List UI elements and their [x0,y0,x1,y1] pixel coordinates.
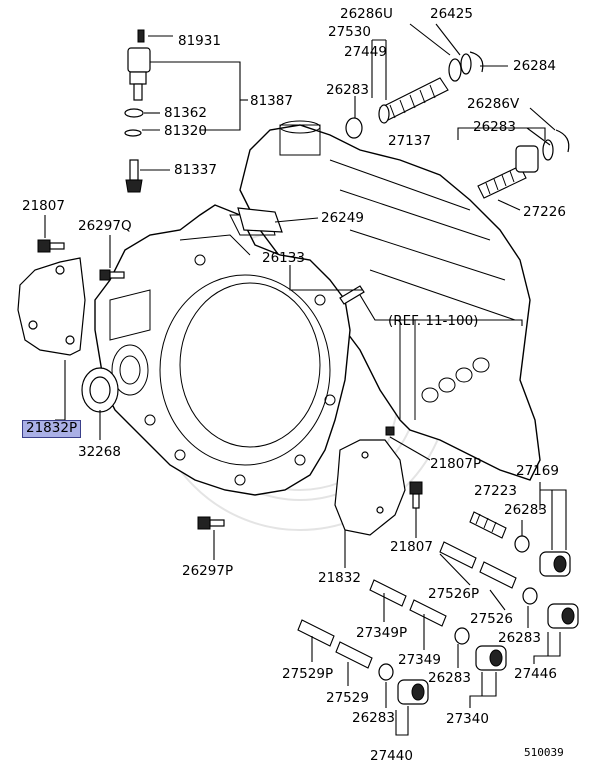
seal-26283-d [522,587,538,605]
label-26297p: 26297P [182,563,234,579]
bolt-26297P [197,516,225,530]
label-81387: 81387 [250,93,293,109]
label-27440: 27440 [370,748,413,764]
label-26297q: 26297Q [78,218,132,234]
label-26283-b: 26283 [473,119,516,135]
label-21807p: 21807P [430,456,482,472]
bolt-21807 [37,239,65,253]
label-26425: 26425 [430,6,473,22]
bracket-26249 [237,207,283,233]
spring-27529 [335,641,373,669]
spring-27349 [409,599,447,627]
leader-lines [44,23,567,736]
spring-27526 [479,561,517,589]
label-26283-a: 26283 [326,82,369,98]
label-27529p: 27529P [282,666,334,682]
bolt-21807P [385,426,395,436]
label-81362: 81362 [164,105,207,121]
seal-26283-c [514,535,530,553]
label-26286v: 26286V [467,96,520,112]
label-21807-lower: 21807 [390,539,433,555]
label-27446: 27446 [514,666,557,682]
label-26133: 26133 [262,250,305,266]
piston-27440 [397,679,429,705]
piston-27340 [475,645,507,671]
seal-26283-e [454,627,470,645]
label-26249: 26249 [321,210,364,226]
label-26286u: 26286U [340,6,393,22]
label-27349: 27349 [398,652,441,668]
label-21832p-highlighted[interactable]: 21832P [22,420,82,438]
bracket-left [17,257,86,356]
label-26283-c: 26283 [504,502,547,518]
bolt-21807-lower [409,481,423,509]
bracket-right [334,439,406,536]
drawing-code: 510039 [524,746,564,759]
label-27226: 27226 [523,204,566,220]
label-reference: (REF. 11-100) [388,313,479,329]
label-27169: 27169 [516,463,559,479]
spring-27529P [297,619,335,647]
label-27449: 27449 [344,44,387,60]
seal-26283-f [378,663,394,681]
engine-block [239,120,541,481]
label-27529: 27529 [326,690,369,706]
label-27223: 27223 [474,483,517,499]
label-21832: 21832 [318,570,361,586]
label-81337: 81337 [174,162,217,178]
label-27137: 27137 [388,133,431,149]
accumulator-second [477,129,570,199]
piston-27446 [547,603,579,629]
speed-sensor [124,29,151,193]
accumulator-upper [345,51,484,139]
label-32268: 32268 [78,444,121,460]
label-27526: 27526 [470,611,513,627]
label-81931: 81931 [178,33,221,49]
label-26284: 26284 [513,58,556,74]
spring-27526P [439,541,477,569]
label-27340: 27340 [446,711,489,727]
transmission-case [94,204,351,496]
label-81320: 81320 [164,123,207,139]
bolt-26297Q [99,269,125,281]
label-27349p: 27349P [356,625,408,641]
label-27530: 27530 [328,24,371,40]
label-21807: 21807 [22,198,65,214]
label-27526p: 27526P [428,586,480,602]
spring-27349P [369,579,407,607]
label-26283-d: 26283 [498,630,541,646]
label-26283-f: 26283 [352,710,395,726]
oil-seal [81,367,119,413]
piston-27169 [539,551,571,577]
label-26283-e: 26283 [428,670,471,686]
spring-27223 [469,511,507,539]
